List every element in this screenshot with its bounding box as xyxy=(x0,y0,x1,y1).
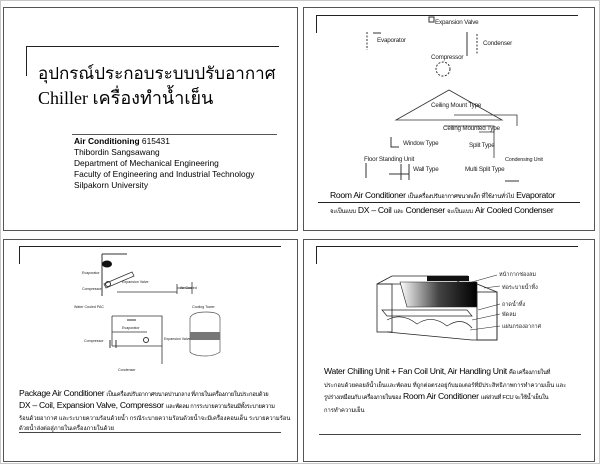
caption-term: Evaporator xyxy=(516,190,556,200)
diagram-label: Condensing Unit xyxy=(505,157,543,163)
caption-thai: จะเป็นแบบ xyxy=(447,209,473,215)
diagram-label: Split Type xyxy=(469,142,495,149)
ceiling-mount-triangle xyxy=(394,89,504,121)
caption-term: Room Air Conditioner xyxy=(330,190,406,200)
slide-3-package-air-conditioner: Evaporator Compressor Expansion Valve Ai… xyxy=(3,239,298,462)
bottom-rule xyxy=(19,432,281,433)
title-rule xyxy=(26,46,279,47)
subtitle-rule xyxy=(72,134,277,135)
text-line-4: การทำความเย็น xyxy=(324,408,365,414)
diagram-label: ท่อระบายน้ำทิ้ง xyxy=(502,283,538,291)
term-components: DX – Coil, Expansion Valve, Compressor xyxy=(19,400,164,410)
university: Silpakorn University xyxy=(74,180,149,190)
slide-title-thai: อุปกรณ์ประกอบระบบปรับอากาศ xyxy=(38,64,276,83)
diagram-label: Window Type xyxy=(403,140,439,147)
caption-rule xyxy=(318,202,580,203)
diagram-label: พัดลม xyxy=(502,311,517,318)
text-line-2: ประกอบด้วยคอยล์น้ำเย็นและพัดลม ที่ถูกต่อ… xyxy=(324,383,567,389)
caption-term: DX – Coil xyxy=(357,205,392,215)
term-fcu-ahu: Water Chilling Unit + Fan Coil Unit, Air… xyxy=(324,366,507,376)
faculty: Faculty of Engineering and Industrial Te… xyxy=(74,169,255,179)
diagram-label: Expansion Valve xyxy=(122,280,149,284)
diagram-label: Expansion Valve xyxy=(435,19,479,26)
diagram-label: Water Cooled PAC xyxy=(74,305,104,309)
term-package-ac: Package Air Conditioner xyxy=(19,388,105,398)
diagram-label: Ceiling Mount Type xyxy=(431,102,482,109)
slide-1-title: อุปกรณ์ประกอบระบบปรับอากาศ Chiller เครื่… xyxy=(3,7,298,231)
cooling-tower-symbol xyxy=(189,311,221,357)
diagram-label: Evaporator xyxy=(82,271,100,275)
diagram-label: Condenser xyxy=(483,40,512,47)
title-rule xyxy=(316,246,578,247)
title-rule-vertical xyxy=(316,246,317,264)
term-room-ac: Room Air Conditioner xyxy=(402,391,479,401)
diagram-label: Evaporator xyxy=(377,37,406,44)
diagram-label: Cooling Tower xyxy=(192,305,216,309)
text-line-1: Package Air Conditioner เป็นเครื่องปรับอ… xyxy=(19,388,269,399)
text-line-3: ร้อนด้วยอากาศ และระบายความร้อนด้วยน้ำ กร… xyxy=(19,416,291,422)
text-line-1: Water Chilling Unit + Fan Coil Unit, Air… xyxy=(324,366,550,377)
diagram-label: Compressor xyxy=(84,339,104,343)
fan-icon xyxy=(102,260,112,268)
slide-title-chiller: Chiller เครื่องทำน้ำเย็น xyxy=(38,88,214,108)
fan-coil-unit-illustration: หน้ากากช่องลม ท่อระบายน้ำทิ้ง ถาดน้ำทิ้ง… xyxy=(376,271,542,341)
diagram-label: Compressor xyxy=(82,287,102,291)
course-line: Air Conditioning 615431 xyxy=(74,136,170,147)
diagram-label: Evaporator xyxy=(122,326,140,330)
diagram-label: หน้ากากช่องลม xyxy=(499,271,536,278)
title-rule-vertical xyxy=(19,246,20,264)
diagram-label: Condenser xyxy=(118,368,136,372)
caption-thai: จะเป็นแบบ xyxy=(330,209,356,215)
diagram-label: ถาดน้ำทิ้ง xyxy=(502,300,525,308)
text-line-2: DX – Coil, Expansion Valve, Compressor แ… xyxy=(19,400,275,411)
caption-term: Condenser xyxy=(405,205,446,215)
diagram-label: แผ่นกรองอากาศ xyxy=(502,323,542,330)
title-rule xyxy=(19,246,281,247)
thai-text: และพัดลม การระบายความร้อนมีทั้งระบายความ xyxy=(165,404,275,410)
course-name: Air Conditioning xyxy=(74,136,140,146)
caption-thai: เป็นเครื่องปรับอากาศขนาดเล็ก ที่ใช้งานทั… xyxy=(407,194,515,200)
author: Thibordin Sangsawang xyxy=(74,147,160,157)
thai-text: คือ เครื่องภายในที่ xyxy=(508,370,551,376)
title-rule-vertical xyxy=(316,15,317,33)
slide-4-fan-coil-unit: หน้ากากช่องลม ท่อระบายน้ำทิ้ง ถาดน้ำทิ้ง… xyxy=(303,239,595,462)
caption-thai: และ xyxy=(393,209,404,215)
diagram-label: Ceiling Mounted Type xyxy=(443,125,500,132)
caption-line-1: Room Air Conditioner เป็นเครื่องปรับอากา… xyxy=(330,190,555,201)
diagram-label: Wall Type xyxy=(413,166,439,173)
slide-2-room-air-conditioner: Expansion Valve Evaporator Condenser Com… xyxy=(303,7,595,231)
diagram-label: Air Cooled xyxy=(180,286,197,290)
compressor-symbol xyxy=(435,61,451,77)
caption-term: Air Cooled Condenser xyxy=(474,205,554,215)
text-line-4: ด้วยน้ำส่งต่อสู่ภายในเครื่องภายในด้วย xyxy=(19,426,115,432)
diagram-label: Expansion Valve xyxy=(164,337,191,341)
bottom-rule xyxy=(319,434,581,435)
thai-text: รูปร่างเหมือนกับ เครื่องภายในของ xyxy=(324,395,401,401)
diagram-label: Compressor xyxy=(431,54,463,61)
thai-text: แต่ส่วนที่ FCU จะใช้น้ำเย็นใน xyxy=(480,395,549,401)
text-line-3: รูปร่างเหมือนกับ เครื่องภายในของ Room Ai… xyxy=(324,391,549,402)
room-ac-diagram: Expansion Valve Evaporator Condenser Com… xyxy=(364,16,544,182)
title-rule-vertical xyxy=(26,46,27,76)
course-code: 615431 xyxy=(141,136,170,146)
title-rule xyxy=(316,15,578,16)
diagram-label: Multi Split Type xyxy=(465,166,505,173)
diagram-label: Floor Standing Unit xyxy=(364,156,415,163)
caption-line-2: จะเป็นแบบ DX – Coil และ Condenser จะเป็น… xyxy=(330,205,554,216)
package-ac-diagram: Evaporator Compressor Expansion Valve Ai… xyxy=(74,253,221,372)
thai-text: เป็นเครื่องปรับอากาศขนาดปานกลาง ที่ภายใน… xyxy=(106,392,269,398)
department: Department of Mechanical Engineering xyxy=(74,158,219,168)
